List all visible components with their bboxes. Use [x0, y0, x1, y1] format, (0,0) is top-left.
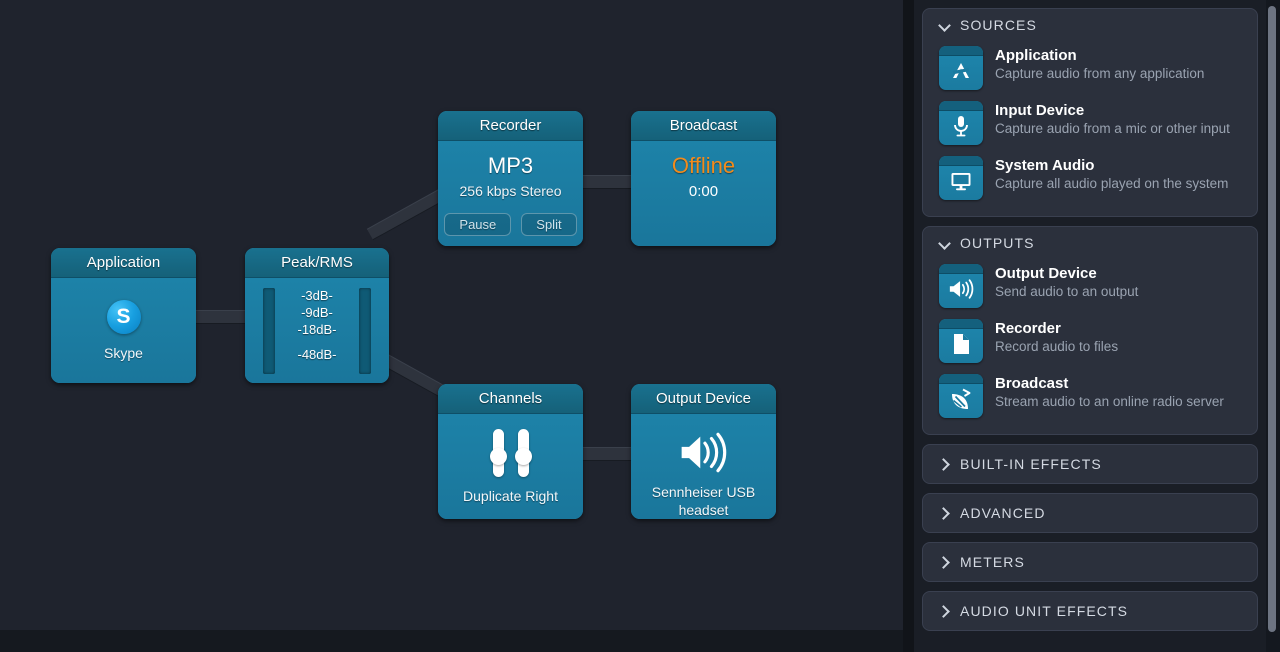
- edge-channels-to-outputdevice: [576, 447, 636, 461]
- list-item-broadcast[interactable]: Broadcast Stream audio to an online radi…: [933, 369, 1247, 424]
- db-label-2: -9dB-: [301, 304, 333, 320]
- microphone-icon: [939, 101, 983, 145]
- item-desc: Capture all audio played on the system: [995, 176, 1229, 191]
- item-title: Output Device: [995, 265, 1097, 282]
- section-outputs-label: OUTPUTS: [960, 235, 1035, 251]
- item-title: System Audio: [995, 157, 1095, 174]
- item-title: Input Device: [995, 102, 1085, 119]
- section-outputs: OUTPUTS Output Device Send audio t: [922, 226, 1258, 435]
- panel-gutter: [903, 0, 914, 652]
- chevron-right-icon: [939, 606, 950, 617]
- item-desc: Capture audio from any application: [995, 66, 1205, 81]
- broadcast-time: 0:00: [688, 183, 719, 200]
- edge-application-to-peakrms: [193, 310, 248, 324]
- routing-canvas[interactable]: Application S Skype Peak/RMS -3dB- -9dB-…: [0, 0, 903, 630]
- section-meters[interactable]: METERS: [922, 542, 1258, 582]
- section-advanced[interactable]: ADVANCED: [922, 493, 1258, 533]
- node-output-device-title: Output Device: [631, 384, 776, 414]
- broadcast-status: Offline: [671, 153, 736, 178]
- peak-rms-meter: -3dB- -9dB- -18dB- -48dB-: [245, 278, 389, 383]
- item-desc: Stream audio to an online radio server: [995, 394, 1224, 409]
- item-title: Recorder: [995, 320, 1061, 337]
- item-desc: Send audio to an output: [995, 284, 1139, 299]
- item-title: Broadcast: [995, 375, 1069, 392]
- node-channels-caption: Duplicate Right: [463, 487, 558, 504]
- item-desc: Record audio to files: [995, 339, 1119, 354]
- list-item-system-audio[interactable]: System Audio Capture all audio played on…: [933, 151, 1247, 206]
- node-recorder-title: Recorder: [438, 111, 583, 141]
- section-meters-header[interactable]: METERS: [923, 543, 1257, 581]
- node-output-device-caption: Sennheiser USB headset: [651, 484, 756, 518]
- list-item-input-device[interactable]: Input Device Capture audio from a mic or…: [933, 96, 1247, 151]
- recorder-details: 256 kbps Stereo: [459, 183, 562, 199]
- section-sources: SOURCES Application Capture audio from a…: [922, 8, 1258, 217]
- node-peak-rms[interactable]: Peak/RMS -3dB- -9dB- -18dB- -48dB-: [245, 248, 389, 383]
- section-advanced-label: ADVANCED: [960, 505, 1046, 521]
- recorder-buttons: Pause Split: [444, 213, 577, 236]
- chevron-right-icon: [939, 459, 950, 470]
- node-application-caption: Skype: [104, 344, 143, 361]
- section-sources-label: SOURCES: [960, 17, 1037, 33]
- section-audio-unit-effects-label: AUDIO UNIT EFFECTS: [960, 603, 1129, 619]
- list-item-recorder[interactable]: Recorder Record audio to files: [933, 314, 1247, 369]
- speaker-icon: [939, 264, 983, 308]
- list-item-output-device[interactable]: Output Device Send audio to an output: [933, 259, 1247, 314]
- section-meters-label: METERS: [960, 554, 1025, 570]
- node-recorder[interactable]: Recorder MP3 256 kbps Stereo Pause Split: [438, 111, 583, 246]
- skype-icon: S: [106, 299, 141, 334]
- section-advanced-header[interactable]: ADVANCED: [923, 494, 1257, 532]
- db-label-1: -3dB-: [301, 287, 333, 303]
- list-item-application[interactable]: Application Capture audio from any appli…: [933, 41, 1247, 96]
- section-built-in-effects-header[interactable]: BUILT-IN EFFECTS: [923, 445, 1257, 483]
- node-channels[interactable]: Channels Duplicate Right: [438, 384, 583, 519]
- section-outputs-header[interactable]: OUTPUTS: [923, 227, 1257, 259]
- application-icon: [939, 46, 983, 90]
- document-icon: [939, 319, 983, 363]
- chevron-down-icon: [939, 238, 950, 249]
- item-desc: Capture audio from a mic or other input: [995, 121, 1230, 136]
- canvas-bottom-strip: [0, 630, 903, 652]
- section-built-in-effects-label: BUILT-IN EFFECTS: [960, 456, 1102, 472]
- section-built-in-effects[interactable]: BUILT-IN EFFECTS: [922, 444, 1258, 484]
- db-label-3: -18dB-: [297, 321, 337, 337]
- node-peak-rms-title: Peak/RMS: [245, 248, 389, 278]
- recorder-format: MP3: [487, 153, 534, 178]
- node-broadcast-title: Broadcast: [631, 111, 776, 141]
- node-channels-title: Channels: [438, 384, 583, 414]
- node-application[interactable]: Application S Skype: [51, 248, 196, 383]
- pause-button[interactable]: Pause: [444, 213, 512, 236]
- split-button[interactable]: Split: [521, 213, 577, 236]
- satellite-dish-icon: [939, 374, 983, 418]
- chevron-right-icon: [939, 557, 950, 568]
- panel-scrollbar[interactable]: [1267, 4, 1276, 644]
- meter-bar-left: [263, 287, 275, 374]
- chevron-down-icon: [939, 20, 950, 31]
- item-title: Application: [995, 47, 1077, 64]
- db-label-4: -48dB-: [297, 346, 337, 362]
- edge-recorder-to-broadcast: [576, 175, 636, 189]
- speaker-icon: [681, 432, 726, 473]
- scrollbar-thumb[interactable]: [1268, 6, 1276, 632]
- sliders-icon: [489, 428, 533, 477]
- section-audio-unit-effects[interactable]: AUDIO UNIT EFFECTS: [922, 591, 1258, 631]
- monitor-icon: [939, 156, 983, 200]
- section-audio-unit-effects-header[interactable]: AUDIO UNIT EFFECTS: [923, 592, 1257, 630]
- chevron-right-icon: [939, 508, 950, 519]
- node-output-device[interactable]: Output Device Sennheiser USB headset: [631, 384, 776, 519]
- node-broadcast[interactable]: Broadcast Offline 0:00: [631, 111, 776, 246]
- db-scale: -3dB- -9dB- -18dB- -48dB-: [275, 288, 359, 374]
- node-application-title: Application: [51, 248, 196, 278]
- meter-bar-right: [359, 287, 371, 374]
- section-sources-header[interactable]: SOURCES: [923, 9, 1257, 41]
- inspector-panel: SOURCES Application Capture audio from a…: [914, 0, 1266, 652]
